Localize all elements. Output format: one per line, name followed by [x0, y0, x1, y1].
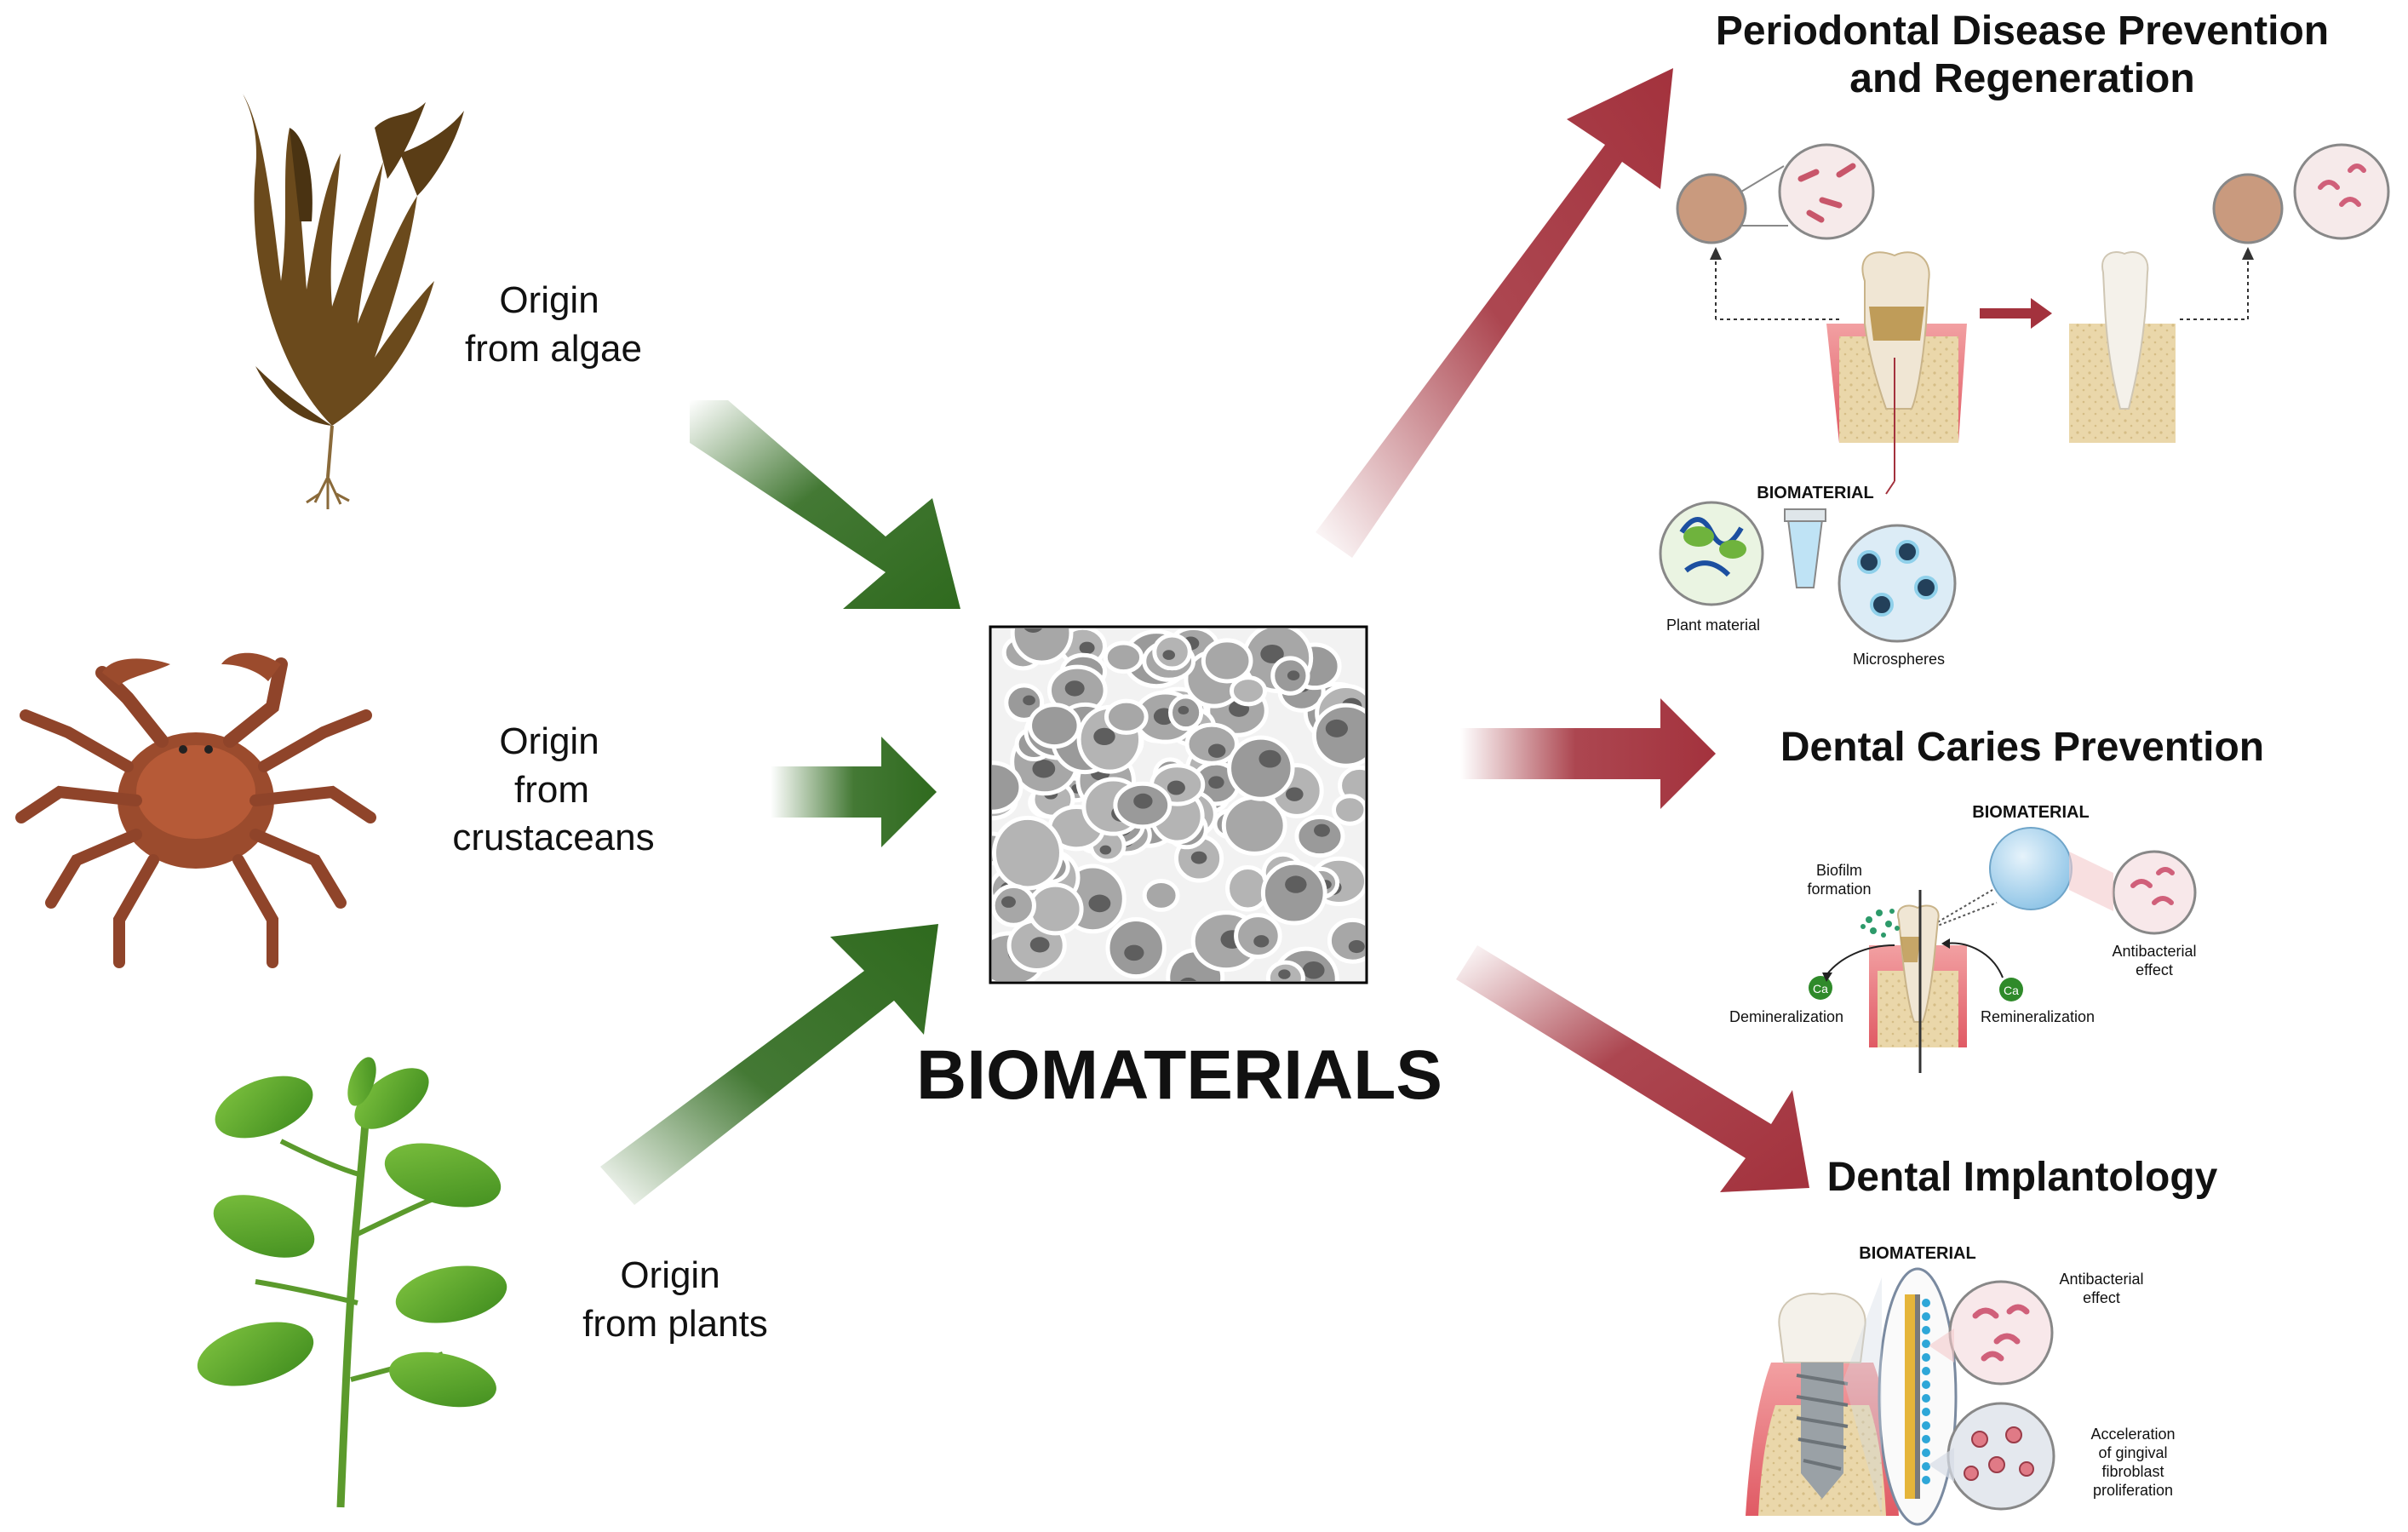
periodontal-biomaterial-label: BIOMATERIAL [1757, 484, 1873, 502]
demineralization-label: Demineralization [1729, 1008, 1843, 1025]
implant-antibacterial-circle [1948, 1280, 2054, 1386]
bacteria-magnifier-right [2293, 143, 2390, 240]
implant-antibacterial-line2: effect [2083, 1289, 2120, 1306]
coating-dot [1922, 1353, 1930, 1362]
tissue-magnifier-right [2212, 173, 2284, 244]
coating-dot [1922, 1299, 1930, 1307]
arrow-crustaceans-to-biomaterials [771, 737, 937, 847]
accel-line4: proliferation [2093, 1482, 2173, 1499]
source-algae-line2: from algae [465, 328, 642, 370]
coating-dot [1922, 1462, 1930, 1471]
plant-material-circle [1659, 501, 1764, 606]
biomaterials-title: BIOMATERIALS [916, 1036, 1442, 1114]
biomaterial-sphere [1989, 827, 2073, 910]
source-crustaceans-line2: from [514, 769, 589, 811]
coating-dot [1922, 1476, 1930, 1484]
arrow-regeneration [1980, 298, 2052, 329]
caries-antibacterial-line1: Antibacterial [2112, 943, 2196, 960]
arrow-to-caries [1460, 698, 1716, 809]
coating-dot [1922, 1367, 1930, 1375]
implant-antibacterial-line1: Antibacterial [2059, 1271, 2143, 1288]
source-crustaceans-line1: Origin [499, 720, 599, 762]
source-algae-line1: Origin [499, 279, 599, 321]
caries-biomaterial-label: BIOMATERIAL [1972, 803, 2089, 822]
plant-material-label: Plant material [1666, 617, 1760, 634]
biofilm-line2: formation [1807, 881, 1871, 898]
arrow-algae-to-biomaterials [690, 400, 960, 609]
remineralization-label: Remineralization [1981, 1008, 2095, 1025]
algae-icon [243, 94, 464, 509]
microspheres-label: Microspheres [1853, 651, 1945, 668]
microspheres-circle [1838, 524, 1957, 643]
coating-dot [1922, 1380, 1930, 1389]
caries-illustration: BIOMATERIAL Biofilm formation Ca Ca Demi… [1729, 803, 2197, 1073]
coating-dot [1922, 1394, 1930, 1403]
porous-scaffold-image [989, 625, 1368, 984]
caries-title: Dental Caries Prevention [1780, 725, 2264, 770]
plant-icon [197, 1057, 507, 1508]
coating-dot [1922, 1312, 1930, 1321]
antibacterial-circle [2112, 850, 2197, 935]
accel-line3: fibroblast [2101, 1463, 2164, 1480]
source-plants-line2: from plants [582, 1303, 768, 1345]
periodontal-illustration: BIOMATERIAL Plant material Microspheres [1659, 143, 2390, 668]
implantology-illustration: BIOMATERIAL Antibacterial [1746, 1244, 2176, 1526]
coating-dot [1922, 1326, 1930, 1334]
coating-dot [1922, 1340, 1930, 1348]
crab-icon [15, 652, 376, 968]
coating-dot [1922, 1408, 1930, 1416]
ca-label-right: Ca [2004, 984, 2019, 997]
bacteria-magnifier-left [1778, 143, 1875, 240]
ca-label-left: Ca [1813, 982, 1828, 996]
implantology-title: Dental Implantology [1827, 1155, 2218, 1200]
caries-antibacterial-line2: effect [2136, 961, 2173, 978]
arrow-plants-to-biomaterials [600, 924, 938, 1205]
periodontal-title-line2: and Regeneration [1849, 56, 2194, 101]
tissue-magnifier-left [1676, 173, 1747, 244]
fibroblast-circle [1946, 1402, 2055, 1511]
arrow-to-implantology [1456, 945, 1809, 1192]
biofilm-line1: Biofilm [1816, 862, 1862, 879]
source-plants-line1: Origin [620, 1254, 720, 1296]
ca-ion-right [1999, 978, 2023, 1001]
coating-dot [1922, 1435, 1930, 1443]
coating-dot [1922, 1449, 1930, 1457]
arrow-to-periodontal [1316, 68, 1673, 558]
coating-dot [1922, 1421, 1930, 1430]
periodontal-title-line1: Periodontal Disease Prevention [1716, 9, 2329, 54]
implant-biomaterial-label: BIOMATERIAL [1859, 1244, 1975, 1263]
accel-line1: Acceleration [2090, 1426, 2175, 1443]
source-crustaceans-line3: crustaceans [452, 817, 654, 858]
accel-line2: of gingival [2098, 1444, 2167, 1461]
